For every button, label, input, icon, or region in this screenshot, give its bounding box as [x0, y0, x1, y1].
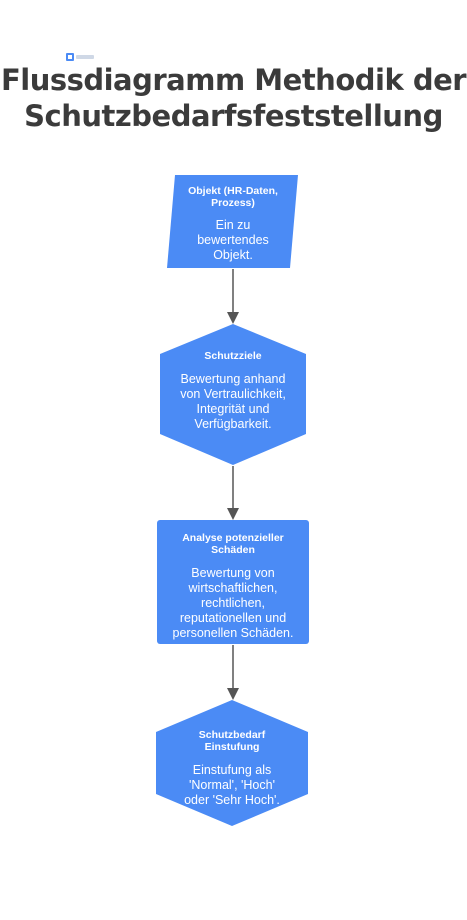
node-protection-goals-title: Schutzziele: [204, 350, 262, 362]
node-classification-title: Schutzbedarf Einstufung: [198, 729, 266, 753]
node-classification-body: Einstufung als 'Normal', 'Hoch' oder 'Se…: [184, 763, 280, 807]
node-damage-analysis: Analyse potenzieller Schäden Bewertung v…: [163, 532, 303, 641]
node-protection-goals: Schutzziele Bewertung anhand von Vertrau…: [172, 350, 294, 432]
node-damage-analysis-body: Bewertung von wirtschaftlichen, rechtlic…: [172, 566, 294, 640]
logo: [66, 53, 94, 61]
node-object: Objekt (HR-Daten, Prozess) Ein zu bewert…: [180, 185, 286, 263]
node-object-title: Objekt (HR-Daten, Prozess): [188, 185, 278, 209]
node-damage-analysis-shape: [157, 520, 309, 644]
node-object-shape: [167, 175, 298, 268]
node-classification: Schutzbedarf Einstufung Einstufung als '…: [178, 729, 286, 808]
title-line-2: Schutzbedarfsfeststellung: [24, 99, 443, 133]
node-classification-shape: [156, 700, 308, 826]
title-line-1: Flussdiagramm Methodik der: [0, 63, 467, 97]
node-protection-goals-body: Bewertung anhand von Vertraulichkeit, In…: [180, 372, 286, 431]
node-protection-goals-shape: [160, 324, 306, 465]
node-damage-analysis-title: Analyse potenzieller Schäden: [182, 532, 284, 556]
node-object-body: Ein zu bewertendes Objekt.: [197, 218, 269, 262]
page-title: Flussdiagramm Methodik der Schutzbedarfs…: [0, 62, 467, 134]
